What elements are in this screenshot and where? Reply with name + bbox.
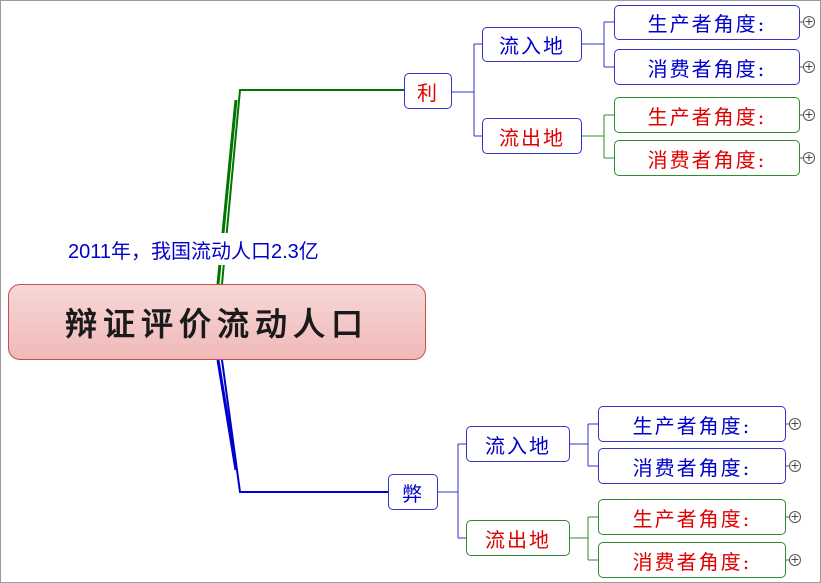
connector-li-inflow — [582, 21, 614, 68]
connector-li — [452, 43, 482, 137]
leaf-li-outflow-producer[interactable]: 生产者角度: — [614, 97, 800, 133]
expand-plus-icon[interactable]: + — [789, 459, 801, 472]
connector-li-outflow — [582, 114, 614, 159]
connector-bi-outflow — [570, 516, 598, 561]
expand-plus-icon[interactable]: + — [803, 15, 815, 28]
node-li-outflow[interactable]: 流出地 — [482, 118, 582, 154]
branch-li[interactable]: 利 — [404, 73, 452, 109]
leaf-li-outflow-consumer[interactable]: 消费者角度: — [614, 140, 800, 176]
node-li-inflow[interactable]: 流入地 — [482, 27, 582, 62]
subtitle-note: 2011年，我国流动人口2.3亿 — [62, 233, 325, 265]
branch-bi[interactable]: 弊 — [388, 474, 438, 510]
node-bi-outflow[interactable]: 流出地 — [466, 520, 570, 556]
trunk-lower — [221, 359, 388, 493]
node-bi-inflow[interactable]: 流入地 — [466, 426, 570, 462]
expand-plus-icon[interactable]: + — [789, 510, 801, 523]
expand-plus-icon[interactable]: + — [803, 60, 815, 73]
expand-plus-icon[interactable]: + — [789, 417, 801, 430]
expand-plus-icon[interactable]: + — [803, 151, 815, 164]
connector-bi-inflow — [570, 423, 598, 467]
leaf-bi-inflow-consumer[interactable]: 消费者角度: — [598, 448, 786, 484]
expand-plus-icon[interactable]: + — [803, 108, 815, 121]
leaf-bi-outflow-consumer[interactable]: 消费者角度: — [598, 542, 786, 578]
expand-plus-icon[interactable]: + — [789, 553, 801, 566]
root-topic[interactable]: 辩证评价流动人口 — [8, 284, 426, 360]
trunk-upper — [221, 89, 404, 285]
connector-bi — [438, 443, 466, 539]
leaf-bi-outflow-producer[interactable]: 生产者角度: — [598, 499, 786, 535]
leaf-li-inflow-consumer[interactable]: 消费者角度: — [614, 49, 800, 85]
leaf-bi-inflow-producer[interactable]: 生产者角度: — [598, 406, 786, 442]
leaf-li-inflow-producer[interactable]: 生产者角度: — [614, 5, 800, 40]
